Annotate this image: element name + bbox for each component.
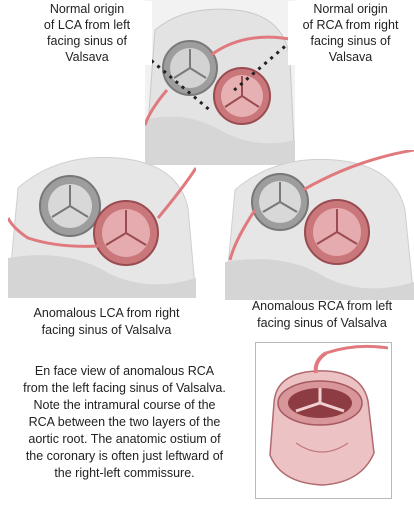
normal-anatomy-illustration	[143, 0, 296, 166]
en-face-inset	[255, 342, 392, 499]
en-face-caption: En face view of anomalous RCA from the l…	[23, 364, 226, 480]
top-right-label: Normal origin of RCA from right facing s…	[288, 1, 413, 65]
anomalous-lca-panel	[6, 148, 198, 299]
normal-anatomy-panel	[143, 0, 296, 166]
anomalous-lca-illustration	[6, 156, 198, 299]
anomalous-rca-panel	[224, 148, 414, 301]
middle-right-label: Anomalous RCA from left facing sinus of …	[251, 299, 393, 330]
top-left-label: Normal origin of LCA from left facing si…	[22, 1, 152, 65]
en-face-illustration	[269, 344, 389, 486]
anomalous-rca-illustration	[224, 148, 414, 301]
middle-left-label: Anomalous LCA from right facing sinus of…	[33, 306, 180, 337]
